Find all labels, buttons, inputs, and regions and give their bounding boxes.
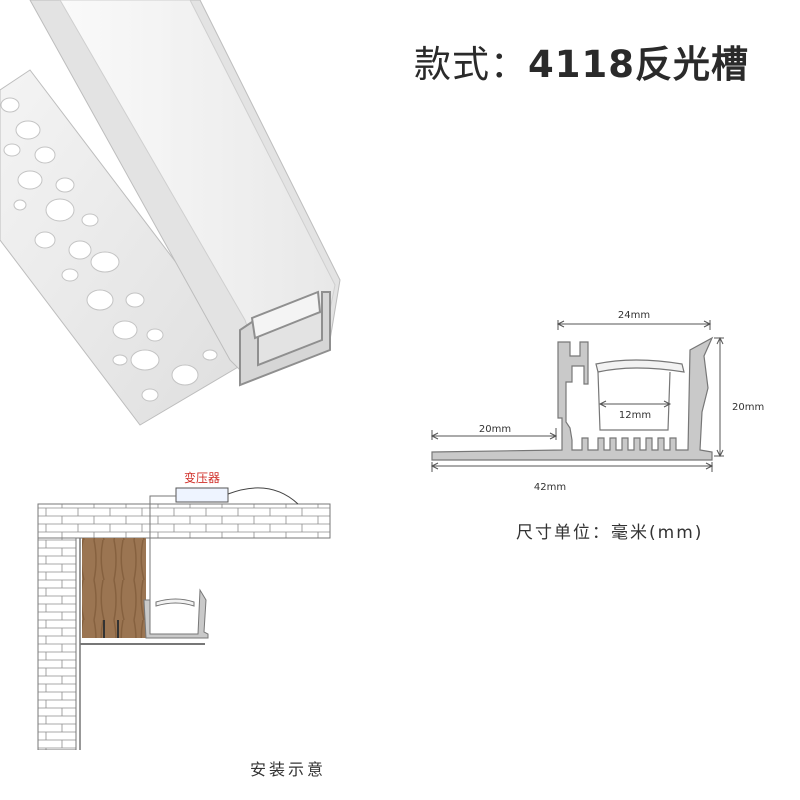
profile-end-face [239,290,331,387]
dim-inner-line [598,400,672,408]
dim-height-label: 20mm [732,402,764,413]
dim-height-line [714,336,724,458]
transformer-label: 变压器 [184,470,220,485]
page-title: 款式：4118反光槽 [414,34,749,88]
led-wire [149,495,176,600]
dim-width-label: 24mm [618,310,650,321]
ceiling-slab [37,503,331,539]
dim-total-label: 42mm [534,482,566,493]
wood-panel [82,538,146,638]
transformer [175,487,229,503]
unit-note: 尺寸单位：毫米(mm) [516,523,704,543]
perforated-flange [0,69,251,426]
profile-photo [0,0,341,426]
transformer-cable [227,487,299,505]
installation-diagram: 变压器 [37,470,331,750]
title-model: 4118反光槽 [528,43,749,86]
title-prefix: 款式： [414,43,528,86]
cross-section-drawing: 24mm 20mm 12mm 20mm 42mm [430,310,764,493]
brick-wall [37,537,77,750]
dim-flange-line [430,428,558,440]
dim-width-line [556,320,712,330]
installation-caption: 安装示意 [250,760,327,779]
installed-profile [143,588,209,639]
mounting-screws [103,620,119,638]
flange-holes [0,97,218,402]
dim-total-line [430,462,714,472]
profile-cross-section [431,336,714,461]
dim-inner-label: 12mm [619,410,651,421]
dim-flange-label: 20mm [479,424,511,435]
